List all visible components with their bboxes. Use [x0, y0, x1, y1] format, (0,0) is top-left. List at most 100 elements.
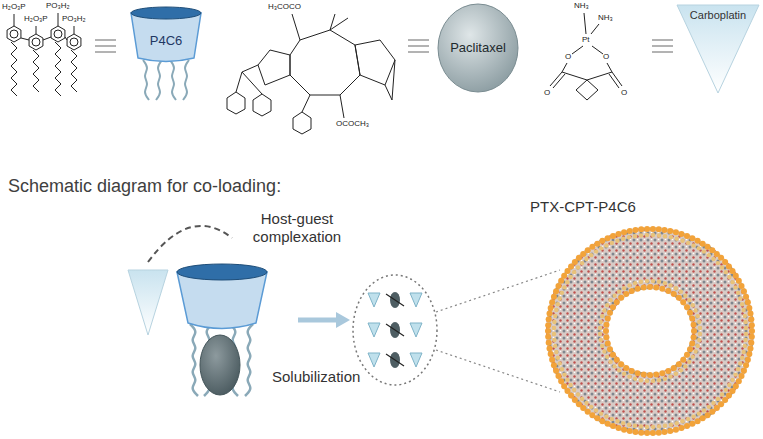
alkyl-tail — [190, 324, 198, 396]
p4c6-structure — [14, 14, 15, 26]
paclitaxel-structure — [330, 18, 348, 30]
p4c6-structure — [7, 13, 81, 96]
carboplatin-structure — [562, 72, 587, 80]
p4c6-structure — [10, 30, 18, 38]
node-label: P4C6 — [150, 34, 183, 49]
atom-label: PO₃H₂ — [62, 14, 86, 24]
paclitaxel-structure — [242, 65, 258, 72]
atom-label: PO₃H₂ — [46, 1, 70, 11]
paclitaxel-structure — [392, 60, 395, 100]
zoom-view — [368, 353, 380, 367]
alkyl-tail — [183, 60, 189, 100]
carboplatin-structure — [576, 80, 598, 100]
node-label: Paclitaxel — [450, 41, 506, 56]
atom-label: NH₃ — [598, 13, 613, 23]
equivalence-symbol — [95, 51, 116, 53]
carboplatin-cone — [128, 270, 168, 335]
carboplatin-structure — [591, 24, 599, 34]
complexation-arc — [148, 226, 232, 262]
ellipse-body — [438, 4, 518, 92]
zoom-view — [353, 270, 560, 392]
zoom-view — [436, 270, 560, 312]
process-arrow — [298, 318, 338, 323]
equivalence-symbol — [652, 51, 673, 53]
p4c6-structure — [29, 34, 43, 50]
p4c6-structure — [67, 34, 81, 50]
carboplatin-structure — [612, 72, 622, 86]
p4c6-structure — [36, 26, 37, 34]
equivalence-symbol — [95, 45, 116, 47]
equivalence-symbol — [652, 45, 673, 47]
node-label: Carboplatin — [690, 9, 746, 22]
p4c6-structure — [70, 38, 78, 46]
zoom-view — [386, 294, 404, 306]
paclitaxel-structure — [292, 14, 300, 40]
paclitaxel-structure — [355, 40, 395, 85]
p4c6-structure — [32, 38, 40, 46]
equivalence-symbol — [408, 39, 429, 41]
ring-body — [546, 227, 754, 435]
carboplatin-structure — [592, 46, 603, 54]
paclitaxel-ellipse — [200, 335, 240, 395]
alkyl-tail — [143, 60, 189, 100]
node-label: PTX-CPT-P4C6 — [530, 198, 636, 215]
zoom-view — [368, 323, 380, 337]
paclitaxel-structure — [236, 72, 242, 92]
paclitaxel-structure — [293, 112, 311, 134]
zoom-view — [410, 293, 422, 307]
p4c6-structure — [71, 50, 77, 92]
p4c6-structure — [7, 26, 21, 42]
atom-label: H₂O₃P — [24, 14, 48, 24]
p4c6-structure — [55, 42, 61, 96]
alkyl-tail — [245, 324, 253, 396]
alkyl-tail — [190, 324, 253, 396]
equivalence-symbol — [95, 39, 116, 41]
paclitaxel-structure — [302, 95, 310, 112]
carboplatin-structure — [553, 74, 565, 88]
atom-label: O — [603, 52, 609, 62]
p4c6-structure — [21, 38, 29, 40]
carboplatin-structure — [550, 13, 622, 100]
ring-headgroups — [545, 226, 755, 436]
p4c6-structure — [58, 13, 59, 26]
paclitaxel-structure — [340, 95, 344, 118]
section-heading: Schematic diagram for co-loading: — [8, 176, 281, 197]
carboplatin-structure — [587, 72, 612, 80]
zoom-view — [353, 275, 437, 385]
p4c6-structure — [33, 50, 39, 92]
cone-body — [677, 5, 759, 93]
p4c6-structure — [54, 30, 62, 38]
paclitaxel-structure — [253, 94, 271, 116]
zoom-view — [386, 324, 404, 336]
carboplatin-structure — [584, 13, 586, 34]
atom-label: O — [621, 88, 627, 98]
p4c6-structure — [51, 26, 65, 42]
paclitaxel-structure — [227, 92, 245, 114]
paclitaxel-structure — [227, 14, 395, 134]
carboplatin-cone: Carboplatin — [677, 5, 759, 93]
alkyl-tail — [170, 60, 176, 100]
carboplatin-structure — [609, 74, 619, 88]
zoom-view — [410, 353, 422, 367]
zoom-view — [410, 323, 422, 337]
paclitaxel-structure — [258, 50, 290, 85]
equivalence-symbol — [408, 45, 429, 47]
cup-rim — [131, 7, 201, 19]
p4c6-structure — [11, 42, 17, 96]
paclitaxel-structure — [385, 85, 392, 100]
atom-label: OCOCH₃ — [336, 119, 369, 129]
paclitaxel-structure — [242, 72, 262, 94]
alkyl-tail — [156, 60, 162, 100]
nanoring: PTX-CPT-P4C6 — [520, 196, 760, 439]
atom-label: O — [544, 88, 550, 98]
carboplatin-structure — [562, 63, 567, 72]
zoom-view — [436, 350, 560, 392]
atom-label: O — [565, 52, 571, 62]
atom-label: H₂O₃P — [2, 2, 26, 12]
zoom-view — [368, 293, 380, 307]
carboplatin-structure — [572, 46, 583, 54]
zoom-view — [386, 354, 404, 366]
process-label: Host-guest complexation — [240, 210, 354, 246]
equivalence-symbol — [408, 51, 429, 53]
process-arrow — [336, 312, 350, 328]
